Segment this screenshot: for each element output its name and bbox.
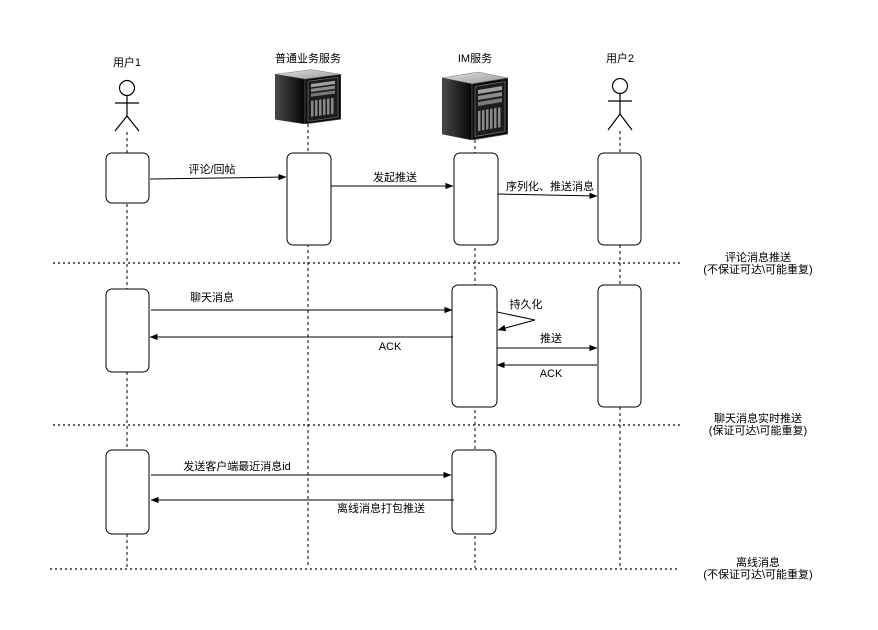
activation-box-im-service xyxy=(451,449,497,535)
message-arrow xyxy=(149,173,287,181)
activation-box-user1 xyxy=(105,449,150,535)
activation-box-business-service xyxy=(286,152,332,246)
activation-box-im-service xyxy=(451,284,498,408)
server-icon xyxy=(275,69,341,124)
participant-label-user1: 用户1 xyxy=(113,55,141,69)
participant-label-user2: 用户2 xyxy=(606,51,634,65)
activation-box-im-service xyxy=(453,152,499,246)
message-label: ACK xyxy=(379,341,402,353)
message-label: 序列化、推送消息 xyxy=(506,179,594,193)
message-label: 发起推送 xyxy=(373,170,417,184)
participant-label-business-service: 普通业务服务 xyxy=(275,51,341,65)
message-label: 持久化 xyxy=(510,297,543,311)
participant-label-im-service: IM服务 xyxy=(458,52,492,65)
message-label: 评论/回帖 xyxy=(188,162,235,176)
stick-figure-icon xyxy=(114,79,140,132)
message-label: 推送 xyxy=(540,331,562,345)
activation-box-user1 xyxy=(105,288,150,373)
stick-figure-icon xyxy=(607,77,633,131)
activation-box-user2 xyxy=(597,284,642,408)
section-title: 聊天消息实时推送 xyxy=(714,411,802,425)
server-icon xyxy=(442,71,508,140)
message-label: ACK xyxy=(540,368,563,380)
section-note: (不保证可达\可能重复) xyxy=(703,262,812,276)
message-arrow xyxy=(497,192,598,200)
message-label: 发送客户端最近消息id xyxy=(183,459,291,473)
self-message-arrow xyxy=(496,311,536,332)
activation-box-user1 xyxy=(105,152,150,204)
activation-box-user2 xyxy=(597,152,642,246)
message-label: 聊天消息 xyxy=(190,290,234,304)
section-note: (不保证可达\可能重复) xyxy=(703,567,812,581)
section-note: (保证可达\可能重复) xyxy=(709,423,807,437)
section-title: 评论消息推送 xyxy=(725,250,791,264)
message-label: 离线消息打包推送 xyxy=(337,501,425,515)
section-title: 离线消息 xyxy=(736,555,780,569)
